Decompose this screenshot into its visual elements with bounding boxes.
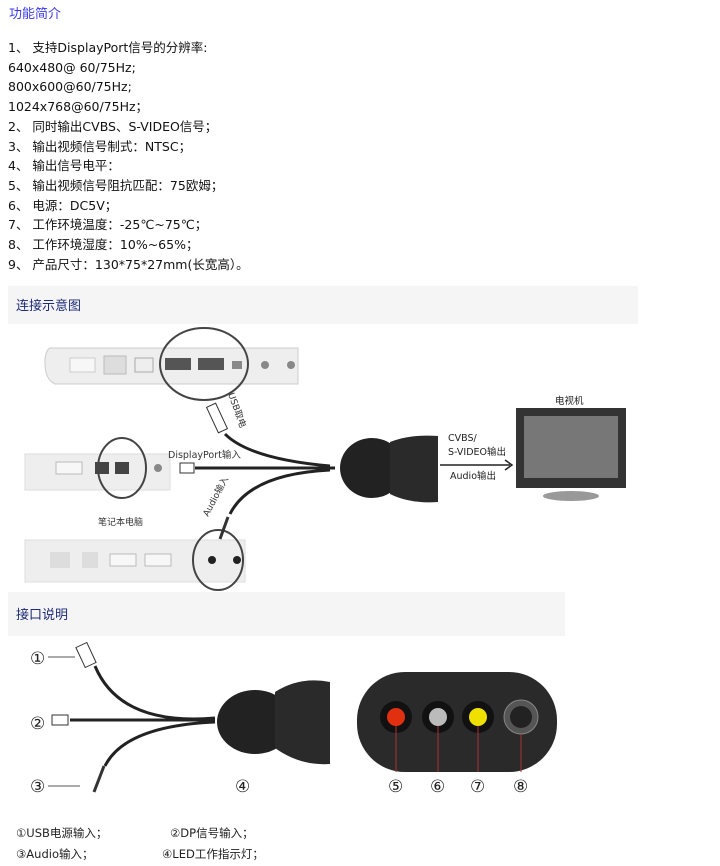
audio-label: Audio输入 <box>200 474 231 518</box>
marker-2: ② <box>30 714 45 734</box>
section-title: 连接示意图 <box>16 299 82 314</box>
output-label-1: CVBS/ <box>448 433 478 444</box>
red-rca-jack <box>387 708 405 726</box>
marker-8: ⑧ <box>513 777 528 797</box>
list-item: 8、 工作环境湿度：10%~65%； <box>8 237 199 253</box>
laptop-middle <box>24 437 171 499</box>
audio-out-label: Audio输出 <box>450 470 496 482</box>
marker-4: ④ <box>235 777 250 797</box>
list-item: 1024x768@60/75Hz； <box>8 99 149 115</box>
legend-item: ③Audio输入； <box>16 847 94 861</box>
feature-list: 1、 支持DisplayPort信号的分辨率: 640x480@ 60/75Hz… <box>8 38 249 274</box>
audio-plug-icon <box>218 516 230 540</box>
list-item: 7、 工作环境温度：-25℃~75℃； <box>8 217 208 233</box>
converter-box <box>340 435 438 503</box>
cable-bundle <box>195 432 335 515</box>
svideo-jack <box>510 706 532 728</box>
output-panel <box>357 672 557 772</box>
section-title-features: 功能简介 <box>9 7 62 22</box>
tv-label: 电视机 <box>555 395 584 407</box>
connection-diagram: 笔记本电脑 USB取电 DisplayPort输入 Audio输入 CVBS/ … <box>24 327 626 591</box>
section-header-interfaces: 接口说明 <box>8 592 565 636</box>
laptop-bottom <box>24 529 246 591</box>
interface-diagram: ① ② ③ ④ ⑤ ⑥ ⑦ ⑧ <box>30 641 557 797</box>
dp-plug-icon <box>179 462 195 474</box>
usb-label: USB取电 <box>225 391 249 429</box>
list-item: 1、 支持DisplayPort信号的分辨率: <box>8 40 208 55</box>
laptop-top <box>44 327 299 401</box>
audio-plug-icon <box>92 765 106 793</box>
legend-item: ②DP信号输入； <box>170 826 254 840</box>
list-item: 800x600@60/75Hz; <box>8 79 132 95</box>
list-item: 9、 产品尺寸：130*75*27mm(长宽高）。 <box>8 256 249 272</box>
marker-6: ⑥ <box>430 777 445 797</box>
list-item: 640x480@ 60/75Hz; <box>8 59 136 75</box>
converter-box <box>217 680 330 765</box>
yellow-rca-jack <box>469 708 487 726</box>
list-item: 6、 电源：DC5V； <box>8 197 118 213</box>
marker-7: ⑦ <box>470 777 485 797</box>
usb-plug-icon <box>75 641 97 669</box>
cables <box>70 665 216 767</box>
marker-5: ⑤ <box>388 777 403 797</box>
list-item: 3、 输出视频信号制式：NTSC； <box>8 138 192 154</box>
dp-label: DisplayPort输入 <box>168 449 241 461</box>
list-item: 5、 输出视频信号阻抗匹配：75欧姆； <box>8 177 224 193</box>
marker-1: ① <box>30 649 45 669</box>
usb-plug-icon <box>205 402 229 434</box>
marker-3: ③ <box>30 777 45 797</box>
list-item: 4、 输出信号电平： <box>8 158 120 174</box>
legend-item: ①USB电源输入； <box>16 826 108 840</box>
output-label-2: S-VIDEO输出 <box>448 446 506 458</box>
list-item: 2、 同时输出CVBS、S-VIDEO信号； <box>8 118 218 134</box>
legend-item: ④LED工作指示灯； <box>162 847 264 861</box>
section-title: 接口说明 <box>16 608 69 623</box>
section-header-connection: 连接示意图 <box>8 286 638 324</box>
white-rca-jack <box>429 708 447 726</box>
dp-plug-icon <box>51 714 69 726</box>
laptop-label: 笔记本电脑 <box>98 516 143 528</box>
tv-icon <box>516 408 626 501</box>
